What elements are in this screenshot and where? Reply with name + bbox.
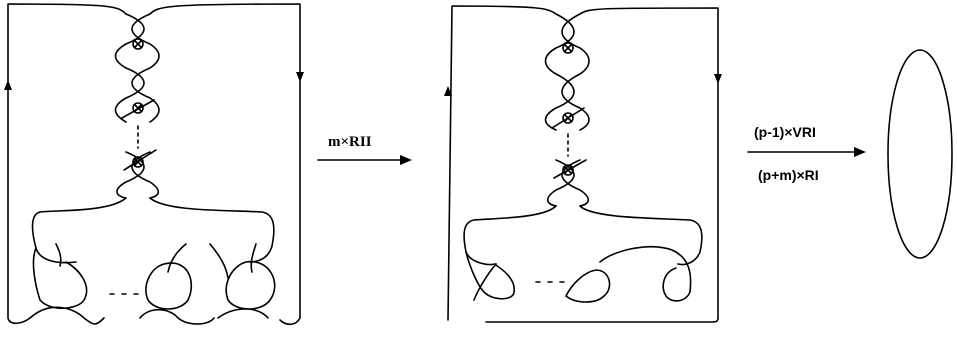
middle-outer-frame: [447, 5, 719, 323]
middle-bottom-band: [463, 205, 703, 266]
middle-frame-arrow-down: [714, 74, 722, 84]
arrow-step1-label: m×RII: [328, 134, 372, 150]
middle-frame-arrow-up: [444, 86, 452, 96]
middle-braid-strand-b: [561, 13, 590, 131]
middle-braid-strand-a: [544, 13, 575, 131]
left-frame-arrow-down: [296, 72, 304, 82]
middle-braid-lower: [546, 159, 590, 207]
middle-knot-diagram: [444, 5, 722, 323]
left-bottom-band: [31, 197, 275, 264]
arrow-step1-head: [400, 155, 412, 165]
unknot-ellipse: [887, 49, 953, 259]
arrow-step2-top-label: (p-1)×VRI: [754, 124, 816, 140]
left-frame-arrow-up: [4, 80, 12, 90]
arrow-step2-head: [854, 147, 866, 157]
arrow-step2-bottom-label: (p+m)×RI: [758, 167, 819, 183]
left-lobe-crossings: [55, 243, 257, 279]
middle-bottom-lobes: [465, 246, 692, 303]
left-braid-strand-b: [131, 13, 160, 123]
middle-crossing-ticks: [551, 107, 587, 179]
left-braid-strand-a: [114, 13, 145, 123]
left-braid-lower: [116, 151, 160, 199]
left-outer-frame: [7, 3, 301, 326]
arrow-step1: m×RII: [317, 134, 412, 165]
arrow-step2: (p-1)×VRI (p+m)×RI: [747, 124, 866, 183]
left-bottom-lobes: [29, 247, 276, 325]
left-knot-diagram: [4, 3, 304, 326]
